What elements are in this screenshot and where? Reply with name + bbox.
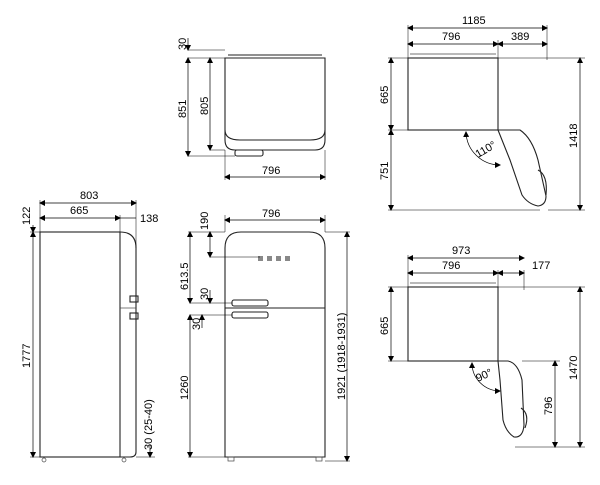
plan110-door — [497, 129, 547, 207]
side-view-dim-122: 122 — [21, 207, 33, 225]
plan-view-90: 973 796 177 665 796 1470 90° — [379, 245, 585, 448]
side-view-dim-665: 665 — [70, 205, 88, 217]
top-view-handle — [234, 149, 264, 157]
plan90-dim-796: 796 — [442, 260, 460, 272]
plan110-dim-665: 665 — [379, 86, 391, 104]
top-view: 30 851 805 796 — [177, 38, 326, 180]
plan110-dim-1185: 1185 — [462, 15, 486, 27]
front-view-body — [224, 231, 326, 458]
plan110-dim-796: 796 — [442, 31, 460, 43]
plan110-dim-1418: 1418 — [568, 124, 580, 148]
plan90-angle-arc — [469, 362, 501, 394]
side-view-dim-1777: 1777 — [21, 344, 33, 368]
plan90-dim-665: 665 — [379, 317, 391, 335]
side-view-foot-left — [41, 457, 47, 463]
top-view-dim-805: 805 — [199, 97, 211, 115]
side-view-body — [39, 231, 121, 458]
plan-view-110: 1185 796 389 665 751 1418 110° — [379, 15, 585, 211]
top-view-door-band — [224, 129, 326, 141]
front-view-handle-upper — [231, 299, 269, 307]
plan90-body — [407, 286, 499, 362]
front-view-foot-right — [315, 456, 323, 462]
plan110-dim-751: 751 — [379, 162, 391, 180]
plan90-dim-796-depth: 796 — [543, 397, 555, 415]
side-view-handle-upper — [129, 295, 139, 303]
front-view-handle-lower — [231, 311, 269, 319]
side-view-door — [119, 231, 137, 458]
front-view-foot-left — [227, 456, 235, 462]
front-view-dim-30-a: 30 — [199, 288, 211, 300]
top-view-body — [224, 57, 326, 151]
side-view: 803 122 665 138 1777 30 (25-40) — [21, 190, 158, 463]
top-view-dim-796: 796 — [262, 165, 280, 177]
front-view-dim-190: 190 — [199, 212, 211, 230]
plan90-angle-label: 90° — [474, 367, 494, 385]
side-view-dim-803: 803 — [80, 190, 98, 202]
plan110-angle-label: 110° — [474, 139, 499, 160]
plan110-body — [407, 57, 499, 131]
plan110-dim-389: 389 — [511, 31, 529, 43]
brand-logo — [258, 256, 290, 261]
front-view: 796 190 613.5 30 30 1260 1921 (1918-1931… — [179, 208, 350, 462]
side-view-dim-30-feet: 30 (25-40) — [143, 399, 155, 450]
front-view-dim-1260: 1260 — [179, 376, 191, 400]
plan110-angle-arc — [463, 131, 501, 168]
top-view-dim-30: 30 — [177, 38, 189, 50]
plan110-handle — [537, 169, 547, 196]
plan90-dim-1470: 1470 — [568, 356, 580, 380]
plan90-dim-177: 177 — [532, 260, 550, 272]
side-view-foot-right — [121, 457, 127, 463]
plan90-dim-973: 973 — [452, 245, 470, 257]
front-view-dim-30-b: 30 — [191, 318, 203, 330]
side-view-handle-lower — [129, 312, 139, 320]
front-view-dim-613-5: 613.5 — [179, 262, 191, 290]
plan90-handle — [520, 407, 528, 429]
top-view-dim-851: 851 — [177, 100, 189, 118]
front-view-dim-796: 796 — [262, 208, 280, 220]
front-view-dim-1921: 1921 (1918-1931) — [336, 313, 348, 400]
side-view-dim-138: 138 — [140, 213, 158, 225]
plan90-door — [497, 360, 525, 438]
